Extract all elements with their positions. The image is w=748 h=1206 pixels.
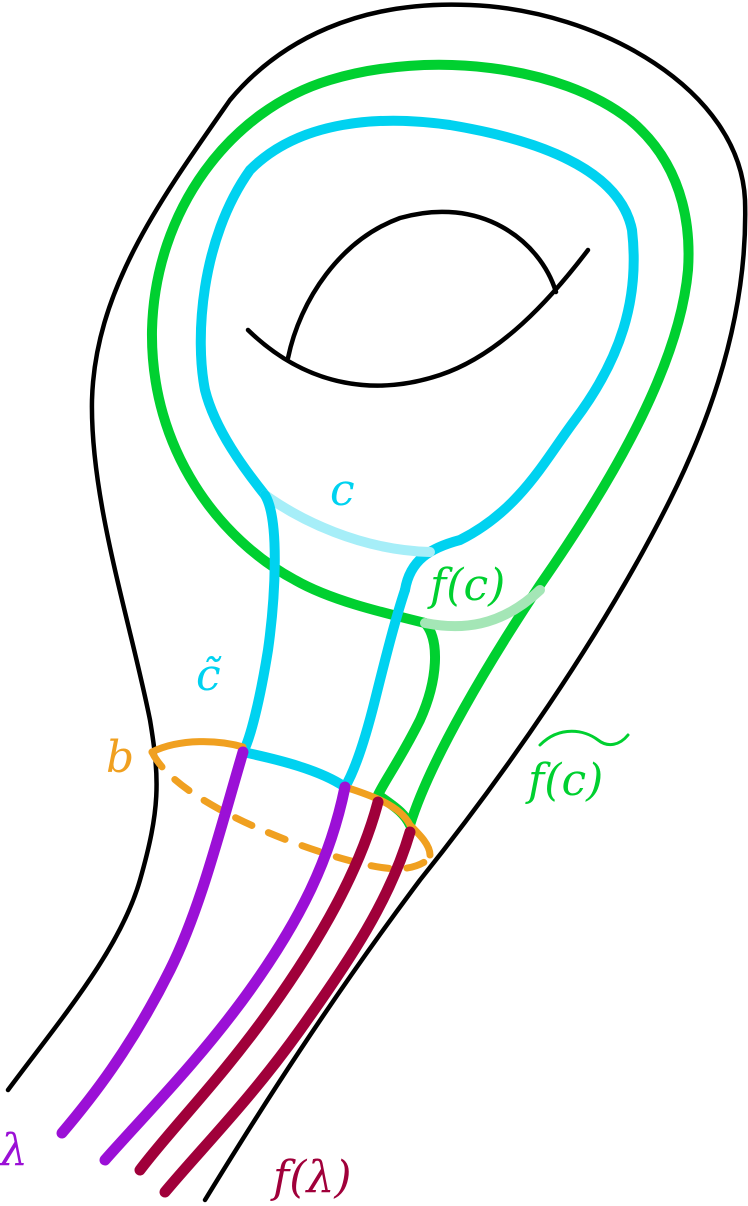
orange-front-arc-b [148,738,434,859]
label-fc-tilde-accent [538,729,630,747]
cyan-right-strand [340,585,410,792]
label-c-tilde: c̃ [196,650,222,701]
purple-strand-2 [99,781,351,1166]
orange-back-arc-b [148,748,434,873]
label-lambda: λ [0,1125,28,1176]
surface-outline-left [5,2,748,1203]
handle-upper-arc [285,209,559,361]
cyan-loop-c [195,115,639,595]
handle-lower-arc [245,247,591,388]
green-hidden-arc [420,585,545,632]
crimson-strand-2 [159,826,416,1198]
label-fc-tilde: f(c) [525,755,603,806]
green-loop-fc [146,59,694,830]
label-f-lambda: f(λ) [270,1152,352,1203]
cyan-left-strand [238,490,280,757]
cyan-bottom-arc [238,747,350,792]
crimson-strand-1 [134,796,384,1176]
cyan-hidden-arc [260,490,435,557]
purple-strand-1 [56,746,249,1139]
label-c: c [330,465,355,516]
label-fc: f(c) [427,560,505,611]
label-b: b [106,732,134,783]
